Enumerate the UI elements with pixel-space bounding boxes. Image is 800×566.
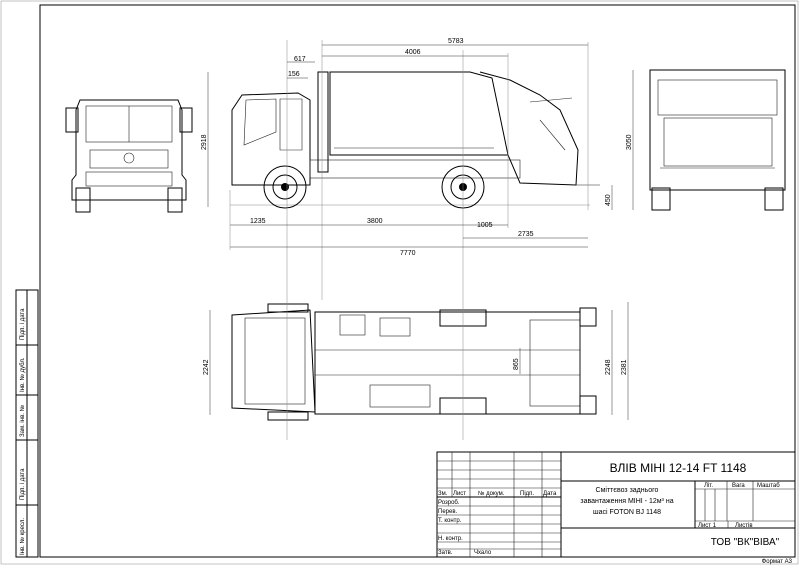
dim-2918: 2918 (201, 134, 208, 150)
dim-156: 156 (288, 71, 300, 78)
strip-label: Підп. і дата (20, 308, 26, 340)
header-cell: Лист (453, 491, 466, 497)
drawing-frame (39, 4, 796, 558)
role-label: Затв. (438, 550, 453, 556)
header-cell: № докум. (478, 490, 505, 497)
header-cell: Дата (543, 491, 557, 497)
strip-label: Підп. і дата (20, 468, 26, 500)
format-label: Формат А3 (762, 559, 793, 565)
role-label: Т. контр. (438, 518, 462, 524)
sheets-label: Листів (735, 523, 753, 529)
side-strip: Інв. № кресл. Підп. і дата Зам. інв. № І… (15, 289, 39, 558)
header-cell: Підп. (520, 491, 534, 497)
dim-7770: 7770 (400, 250, 416, 257)
header-cell: Зм. (438, 491, 448, 497)
dim-2735: 2735 (518, 231, 534, 238)
role-label: Н. контр. (438, 536, 463, 542)
scale-label: Маштаб (757, 483, 780, 489)
dim-450: 450 (605, 194, 612, 206)
dim-2242: 2242 (203, 359, 210, 375)
role-label: Розроб. (438, 500, 460, 506)
truck-top-view (231, 303, 597, 421)
strip-label: Зам. інв. № (19, 405, 26, 437)
description-line: шасі FOTON BJ 1148 (593, 508, 661, 516)
description-line: Сміттєвоз заднього (596, 486, 659, 494)
truck-rear-view (649, 69, 786, 211)
dim-617: 617 (294, 56, 306, 63)
dim-1005: 1005 (477, 222, 493, 229)
sheet-label: Лист 1 (698, 523, 717, 529)
dim-3050: 3050 (626, 134, 633, 150)
axis-lines (286, 40, 464, 440)
role-label: Перев. (438, 509, 458, 515)
strip-label: Інв. № кресл. (19, 518, 26, 555)
title-block (436, 451, 796, 558)
description-line: завантаження МІНІ - 12м³ на (580, 498, 673, 505)
company-name: ТОВ "ВК"ВІВА" (711, 537, 780, 548)
dim-865: 865 (513, 358, 520, 370)
dim-5783: 5783 (448, 38, 464, 45)
dim-4006: 4006 (405, 49, 421, 56)
weight-label: Вага (732, 483, 745, 489)
dimension-lines (207, 42, 634, 420)
dim-2381: 2381 (621, 359, 628, 375)
dim-3800: 3800 (367, 218, 383, 225)
strip-label: Інв. № дубл. (19, 357, 26, 392)
dim-1235: 1235 (250, 218, 266, 225)
truck-front-view (65, 99, 193, 213)
drawing-title: ВЛІВ МІНІ 12-14 FT 1148 (610, 461, 747, 475)
approver-name: Чхало (474, 550, 492, 556)
truck-side-view (230, 71, 600, 209)
lit-label: Літ. (704, 483, 713, 489)
dim-2248: 2248 (605, 359, 612, 375)
